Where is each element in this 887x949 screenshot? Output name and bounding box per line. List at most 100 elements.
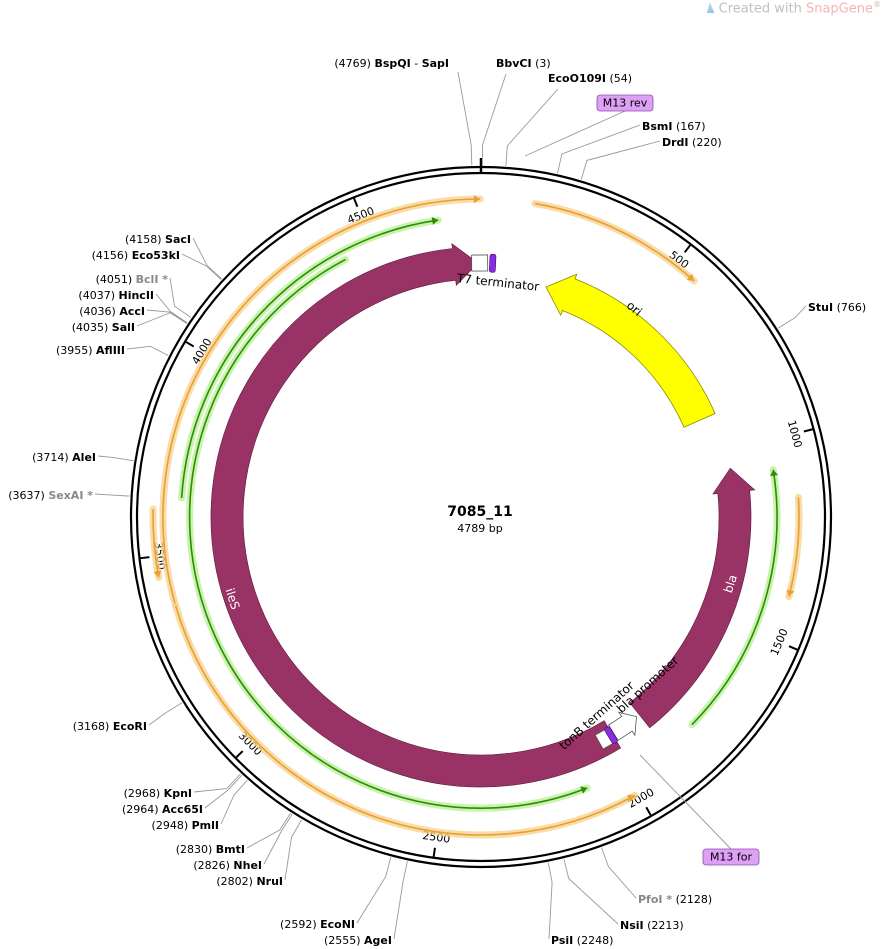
site-pfoi[interactable]: PfoI * (2128) bbox=[601, 847, 713, 906]
site-name: BclI * bbox=[136, 273, 169, 286]
site-name: BbvCI bbox=[496, 57, 532, 70]
primer-site-marker bbox=[604, 726, 618, 745]
site-leader-line bbox=[557, 124, 641, 174]
orf-line bbox=[788, 497, 800, 597]
site-acci[interactable]: (4036) AccI bbox=[79, 305, 188, 324]
site-label: PfoI * (2128) bbox=[638, 893, 712, 906]
site-bmti[interactable]: (2830) BmtI bbox=[176, 812, 291, 856]
orf-line bbox=[175, 605, 636, 836]
site-ecori[interactable]: (3168) EcoRI bbox=[73, 702, 183, 733]
site-bbvci[interactable]: BbvCI (3) bbox=[481, 57, 551, 166]
site-alei[interactable]: (3714) AleI bbox=[32, 451, 134, 464]
site-agei[interactable]: (2555) AgeI bbox=[324, 861, 408, 947]
site-hincii[interactable]: (4037) HincII bbox=[78, 289, 188, 324]
site-label: (4769) BspQI - SapI bbox=[334, 57, 449, 70]
site-label: (2948) PmlI bbox=[152, 819, 219, 832]
T7-terminator-feature[interactable] bbox=[471, 254, 489, 272]
site-label: StuI (766) bbox=[808, 301, 866, 314]
site-label: (3714) AleI bbox=[32, 451, 96, 464]
site-pmli[interactable]: (2948) PmlI bbox=[152, 779, 248, 832]
orf-arrowhead bbox=[770, 469, 779, 477]
site-position: (167) bbox=[673, 120, 706, 133]
site-leader-line bbox=[356, 857, 392, 924]
site-position: (2555) bbox=[324, 934, 364, 947]
site-stui[interactable]: StuI (766) bbox=[777, 301, 866, 329]
site-position: (4158) bbox=[125, 233, 165, 246]
site-name: PmlI bbox=[192, 819, 219, 832]
tick-mark bbox=[140, 556, 150, 560]
site-leader-line bbox=[155, 293, 188, 324]
site-psii[interactable]: PsiI (2248) bbox=[547, 862, 613, 948]
site-leader-line bbox=[181, 253, 222, 280]
site-leader-line bbox=[193, 773, 241, 793]
site-drdi[interactable]: DrdI (220) bbox=[580, 136, 722, 180]
primer-m13-for[interactable]: M13 for bbox=[639, 754, 760, 866]
site-afliii[interactable]: (3955) AflIII bbox=[56, 344, 169, 357]
site-bsmi[interactable]: BsmI (167) bbox=[557, 120, 706, 174]
site-label: (3955) AflIII bbox=[56, 344, 125, 357]
site-nrui[interactable]: (2802) NruI bbox=[216, 819, 302, 888]
site-name: HincII bbox=[118, 289, 154, 302]
site-acc65i[interactable]: (2964) Acc65I bbox=[122, 774, 243, 816]
orf-arrowhead bbox=[686, 273, 695, 282]
site-nsii[interactable]: NsiI (2213) bbox=[563, 858, 684, 932]
site-bcli[interactable]: (4051) BclI * bbox=[96, 273, 192, 318]
site-leader-line bbox=[192, 237, 223, 280]
tick-mark bbox=[803, 428, 813, 433]
site-label: (4156) Eco53kI bbox=[92, 249, 180, 262]
site-sexai[interactable]: (3637) SexAI * bbox=[8, 489, 130, 502]
orf-arcs bbox=[149, 195, 803, 839]
orf-arrowhead bbox=[627, 794, 635, 802]
ori-feature[interactable] bbox=[545, 273, 716, 428]
site-position: (4035) bbox=[72, 321, 112, 334]
site-leader-line bbox=[146, 309, 188, 324]
orf-line bbox=[691, 469, 778, 726]
site-leader-line bbox=[481, 73, 507, 166]
site-eco53ki[interactable]: (4156) Eco53kI bbox=[92, 249, 222, 280]
orf-arrowhead bbox=[786, 589, 795, 597]
site-label: (2964) Acc65I bbox=[122, 803, 203, 816]
site-label: (4035) SalI bbox=[72, 321, 135, 334]
ileS-feature[interactable] bbox=[210, 242, 622, 788]
site-leader-line bbox=[169, 277, 192, 318]
site-bspqi[interactable]: (4769) BspQI - SapI bbox=[334, 57, 473, 166]
site-name: SexAI * bbox=[48, 489, 93, 502]
site-leader-line bbox=[148, 702, 183, 726]
site-name: PfoI * bbox=[638, 893, 672, 906]
orf-arrowhead bbox=[431, 217, 439, 225]
site-name: Acc65I bbox=[162, 803, 203, 816]
site-position: (220) bbox=[689, 136, 722, 149]
site-kpni[interactable]: (2968) KpnI bbox=[124, 773, 241, 800]
orf-arrowhead bbox=[473, 195, 481, 204]
site-label: (2802) NruI bbox=[216, 875, 283, 888]
site-label: PsiI (2248) bbox=[551, 934, 613, 947]
site-label: EcoO109I (54) bbox=[548, 72, 632, 85]
site-label: (2555) AgeI bbox=[324, 934, 392, 947]
site-name: SalI bbox=[112, 321, 135, 334]
site-leader-line bbox=[97, 455, 134, 462]
site-label: (2830) BmtI bbox=[176, 843, 245, 856]
restriction-sites[interactable]: (4769) BspQI - SapI BbvCI (3)EcoO109I (54… bbox=[8, 57, 866, 947]
tick-label: 1500 bbox=[768, 627, 791, 658]
tick-mark bbox=[235, 750, 244, 759]
site-nhei[interactable]: (2826) NheI bbox=[193, 813, 293, 872]
site-sali[interactable]: (4035) SalI bbox=[72, 312, 188, 334]
snapgene-logo-icon bbox=[706, 2, 715, 14]
site-name: EcoRI bbox=[113, 720, 147, 733]
tick-mark bbox=[683, 244, 692, 253]
orf-line bbox=[188, 258, 588, 809]
site-position: (2968) bbox=[124, 787, 164, 800]
bla-feature[interactable] bbox=[629, 467, 756, 729]
site-econi[interactable]: (2592) EcoNI bbox=[280, 857, 392, 931]
site-ecoo109i[interactable]: EcoO109I (54) bbox=[505, 72, 632, 166]
site-name: SacI bbox=[165, 233, 191, 246]
tick-mark bbox=[185, 341, 195, 348]
site-leader-line bbox=[580, 140, 661, 180]
site-saci[interactable]: (4158) SacI bbox=[125, 233, 223, 280]
primer-m13-rev[interactable]: M13 rev bbox=[524, 94, 654, 157]
site-name: AflIII bbox=[96, 344, 125, 357]
site-label: (2826) NheI bbox=[193, 859, 262, 872]
site-leader-line bbox=[547, 862, 553, 940]
